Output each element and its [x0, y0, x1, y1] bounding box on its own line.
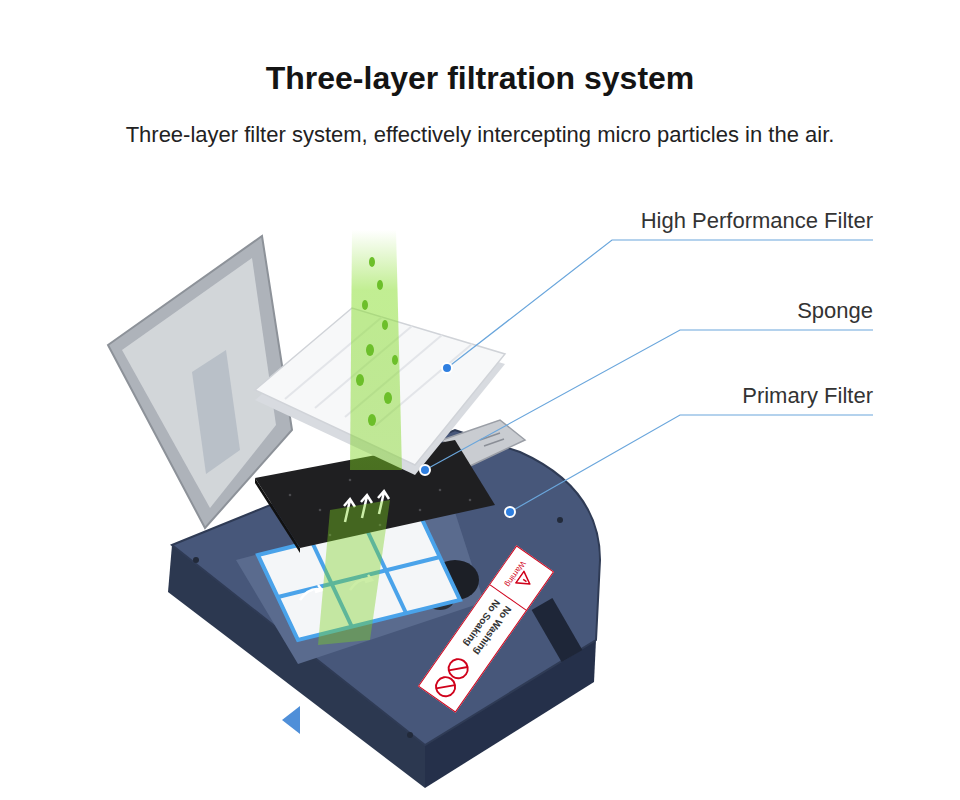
- air-flow-part-part: [366, 344, 374, 356]
- leader-lines: [425, 240, 873, 512]
- callout-label: High Performance Filter: [641, 208, 873, 234]
- bin-body-part: [172, 430, 600, 745]
- sponge-layer-part-part: [469, 499, 472, 502]
- bin-body-part: [193, 557, 199, 563]
- air-flow-part: [350, 230, 402, 470]
- prohibition-icons-part: [449, 659, 468, 678]
- primary-filter-part: [300, 585, 322, 600]
- sponge-layer-part-part: [319, 509, 322, 512]
- air-flow-part-part: [362, 300, 368, 310]
- air-flow: [318, 230, 402, 645]
- leader-lines-part: [510, 415, 873, 512]
- sponge-layer-part-part: [349, 479, 352, 482]
- leader-dots: [420, 363, 515, 517]
- bin-body-part: [282, 706, 300, 734]
- bin-body: [168, 430, 600, 788]
- air-flow-part: [356, 257, 398, 426]
- air-flow-part-part: [369, 257, 375, 267]
- sponge-layer-part-part: [439, 489, 442, 492]
- leader-dots-part: [505, 507, 515, 517]
- air-flow-part-part: [392, 355, 398, 365]
- air-flow-part-part: [377, 280, 383, 290]
- air-flow-part-part: [356, 374, 364, 386]
- prohibition-icons-part: [436, 677, 455, 696]
- callout-label: Sponge: [797, 298, 873, 324]
- leader-lines-part: [447, 240, 873, 368]
- leader-dots-part: [442, 363, 452, 373]
- diagram-title: Three-layer filtration system: [0, 60, 960, 97]
- sponge-layer-part: [255, 478, 300, 553]
- air-flow-part: [318, 500, 390, 645]
- bin-body-part: [407, 732, 413, 738]
- leader-lines-part: [425, 330, 873, 470]
- sponge-layer-part-part: [419, 509, 422, 512]
- air-flow-part-part: [368, 414, 376, 426]
- bin-body-part: [557, 517, 563, 523]
- bin-lid-part: [122, 258, 276, 508]
- warning-triangle-part: [524, 580, 527, 582]
- air-flow-part-part: [384, 392, 392, 404]
- bin-lid-part: [192, 350, 240, 474]
- prohibition-icons-part: [432, 673, 459, 700]
- diagram-caption: Three-layer filter system, effectively i…: [0, 122, 960, 148]
- callout-label: Primary Filter: [742, 383, 873, 409]
- sponge-layer-part-part: [289, 494, 292, 497]
- bin-body-part: [532, 598, 583, 662]
- air-flow-part-part: [382, 320, 388, 330]
- bin-button-part: [484, 439, 504, 446]
- leader-dots-part: [420, 465, 430, 475]
